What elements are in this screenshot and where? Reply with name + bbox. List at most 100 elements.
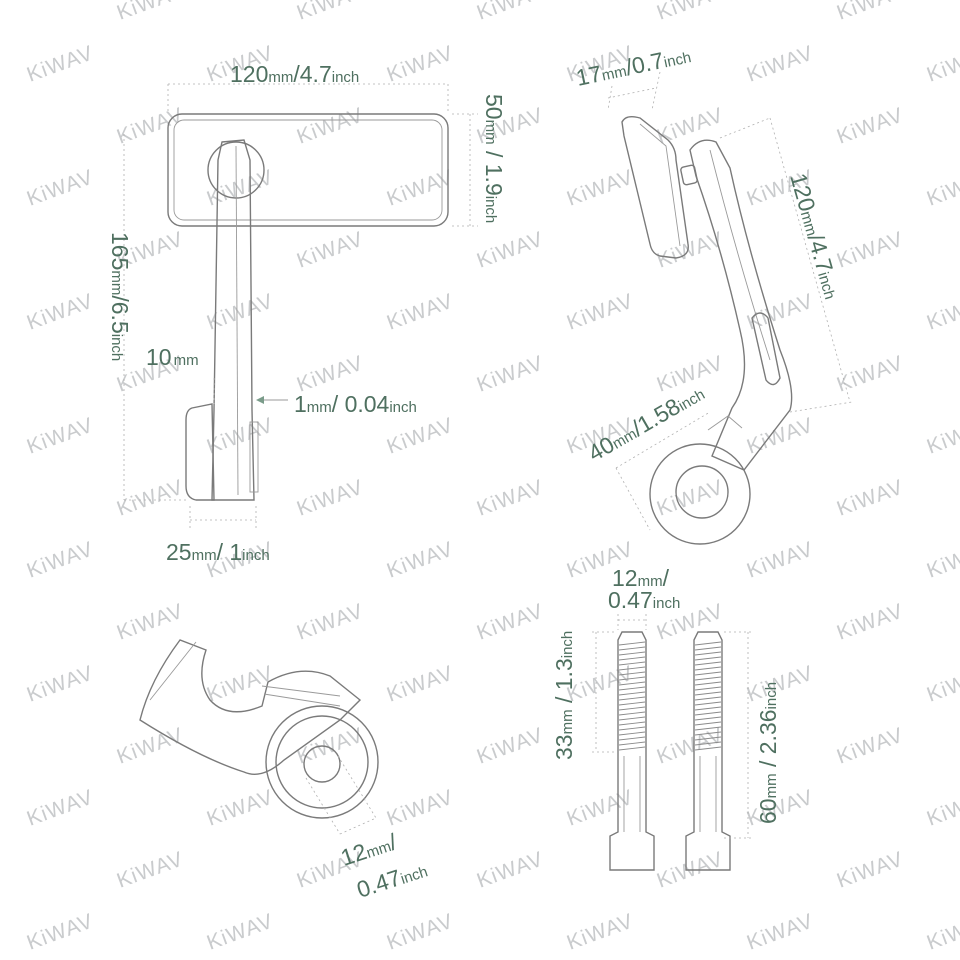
clamp-width-label: 25mm/ 1inch (166, 539, 270, 565)
watermark-text: KiWAV (24, 661, 97, 706)
watermark-text: KiWAV (834, 599, 907, 644)
watermark-text: KiWAV (834, 103, 907, 148)
watermark-text: KiWAV (924, 909, 960, 954)
clamp-slot-lines (261, 685, 341, 707)
mirror-height-label: 50mm / 1.9inch (481, 94, 507, 223)
clamp-arm-edge (149, 641, 197, 701)
side-clamp-ring (649, 443, 751, 545)
thread-line (618, 686, 646, 691)
watermark-text: KiWAV (834, 351, 907, 396)
clamp-bore-hole (303, 745, 341, 783)
watermark-text: KiWAV (24, 413, 97, 458)
watermark-text: KiWAV (0, 227, 7, 272)
long-bolt-threads (694, 641, 722, 751)
watermark-text: KiWAV (114, 0, 187, 25)
watermark-text: KiWAV (294, 227, 367, 272)
thread-line (618, 741, 646, 746)
bolt-diameter-label-line2: 0.47inch (608, 587, 680, 613)
watermark-text: KiWAV (924, 165, 960, 210)
watermark-text: KiWAV (924, 413, 960, 458)
thread-line (694, 726, 722, 731)
watermark-text: KiWAV (744, 41, 817, 86)
watermark-text: KiWAV (474, 227, 547, 272)
front-view-drawing (123, 83, 478, 530)
long-bolt-outline (685, 631, 731, 871)
thread-line (694, 721, 722, 726)
watermark-text: KiWAV (744, 909, 817, 954)
thread-line (694, 686, 722, 691)
watermark-text: KiWAV (744, 413, 817, 458)
thread-line (694, 746, 722, 751)
thread-line (694, 731, 722, 736)
thread-line (618, 701, 646, 706)
watermark-text: KiWAV (924, 537, 960, 582)
side-mirror-outline (621, 115, 689, 259)
short-bolt-drawing (609, 631, 655, 871)
watermark-text: KiWAV (564, 289, 637, 334)
watermark-text: KiWAV (0, 0, 7, 25)
clamp-ring-outer (265, 705, 379, 819)
watermark-text: KiWAV (114, 475, 187, 520)
mirror-head-outline (167, 113, 449, 227)
thread-line (694, 671, 722, 676)
thread-line (618, 656, 646, 661)
width-label: 120mm/4.7inch (230, 61, 359, 87)
watermark-text: KiWAV (834, 847, 907, 892)
side-arm-outline (689, 139, 793, 471)
watermark-text: KiWAV (384, 661, 457, 706)
thread-line (694, 711, 722, 716)
thread-line (694, 676, 722, 681)
thread-line (694, 691, 722, 696)
watermark-text: KiWAV (474, 599, 547, 644)
thread-line (694, 666, 722, 671)
watermark-text: KiWAV (114, 847, 187, 892)
watermark-text: KiWAV (24, 165, 97, 210)
watermark-text: KiWAV (654, 227, 727, 272)
thread-line (694, 646, 722, 651)
side-clamp-bore (675, 465, 729, 519)
watermark-text: KiWAV (0, 847, 7, 892)
watermark-text: KiWAV (474, 351, 547, 396)
watermark-text: KiWAV (204, 785, 277, 830)
watermark-text: KiWAV (24, 537, 97, 582)
watermark-text: KiWAV (24, 909, 97, 954)
side-view-drawing (607, 71, 853, 545)
watermark-text: KiWAV (834, 475, 907, 520)
watermark-text: KiWAV (924, 41, 960, 86)
thread-line (618, 716, 646, 721)
watermark-text: KiWAV (564, 785, 637, 830)
thread-line (618, 696, 646, 701)
watermark-text: KiWAV (474, 0, 547, 25)
thread-line (618, 641, 646, 646)
watermark-text: KiWAV (834, 0, 907, 25)
side-clamp-pinch (707, 415, 743, 431)
thread-line (618, 661, 646, 666)
clamp-bore-label-line1: 12mm/ (338, 828, 401, 871)
watermark-text: KiWAV (924, 661, 960, 706)
thread-line (618, 676, 646, 681)
thread-line (618, 666, 646, 671)
watermark-text: KiWAV (114, 103, 187, 148)
short-bolt-length-label: 33mm / 1.3inch (551, 631, 577, 760)
thread-line (694, 641, 722, 646)
long-bolt-length-label: 60mm / 2.36inch (755, 682, 781, 824)
thread-line (618, 706, 646, 711)
side-arm-ridge (709, 149, 771, 361)
watermark-text: KiWAV (384, 909, 457, 954)
watermark-text: KiWAV (24, 785, 97, 830)
thread-line (618, 646, 646, 651)
watermark-text: KiWAV (204, 413, 277, 458)
arm-outline (211, 139, 255, 501)
watermark-text: KiWAV (384, 165, 457, 210)
thread-line (618, 681, 646, 686)
thickness-label: 1mm/ 0.04inch (294, 391, 417, 417)
watermark-text: KiWAV (834, 227, 907, 272)
watermark-text: KiWAV (24, 41, 97, 86)
watermark-text: KiWAV (834, 723, 907, 768)
thread-line (618, 721, 646, 726)
watermark-text: KiWAV (744, 661, 817, 706)
watermark-text: KiWAV (114, 599, 187, 644)
thread-line (618, 711, 646, 716)
watermark-text: KiWAV (294, 475, 367, 520)
